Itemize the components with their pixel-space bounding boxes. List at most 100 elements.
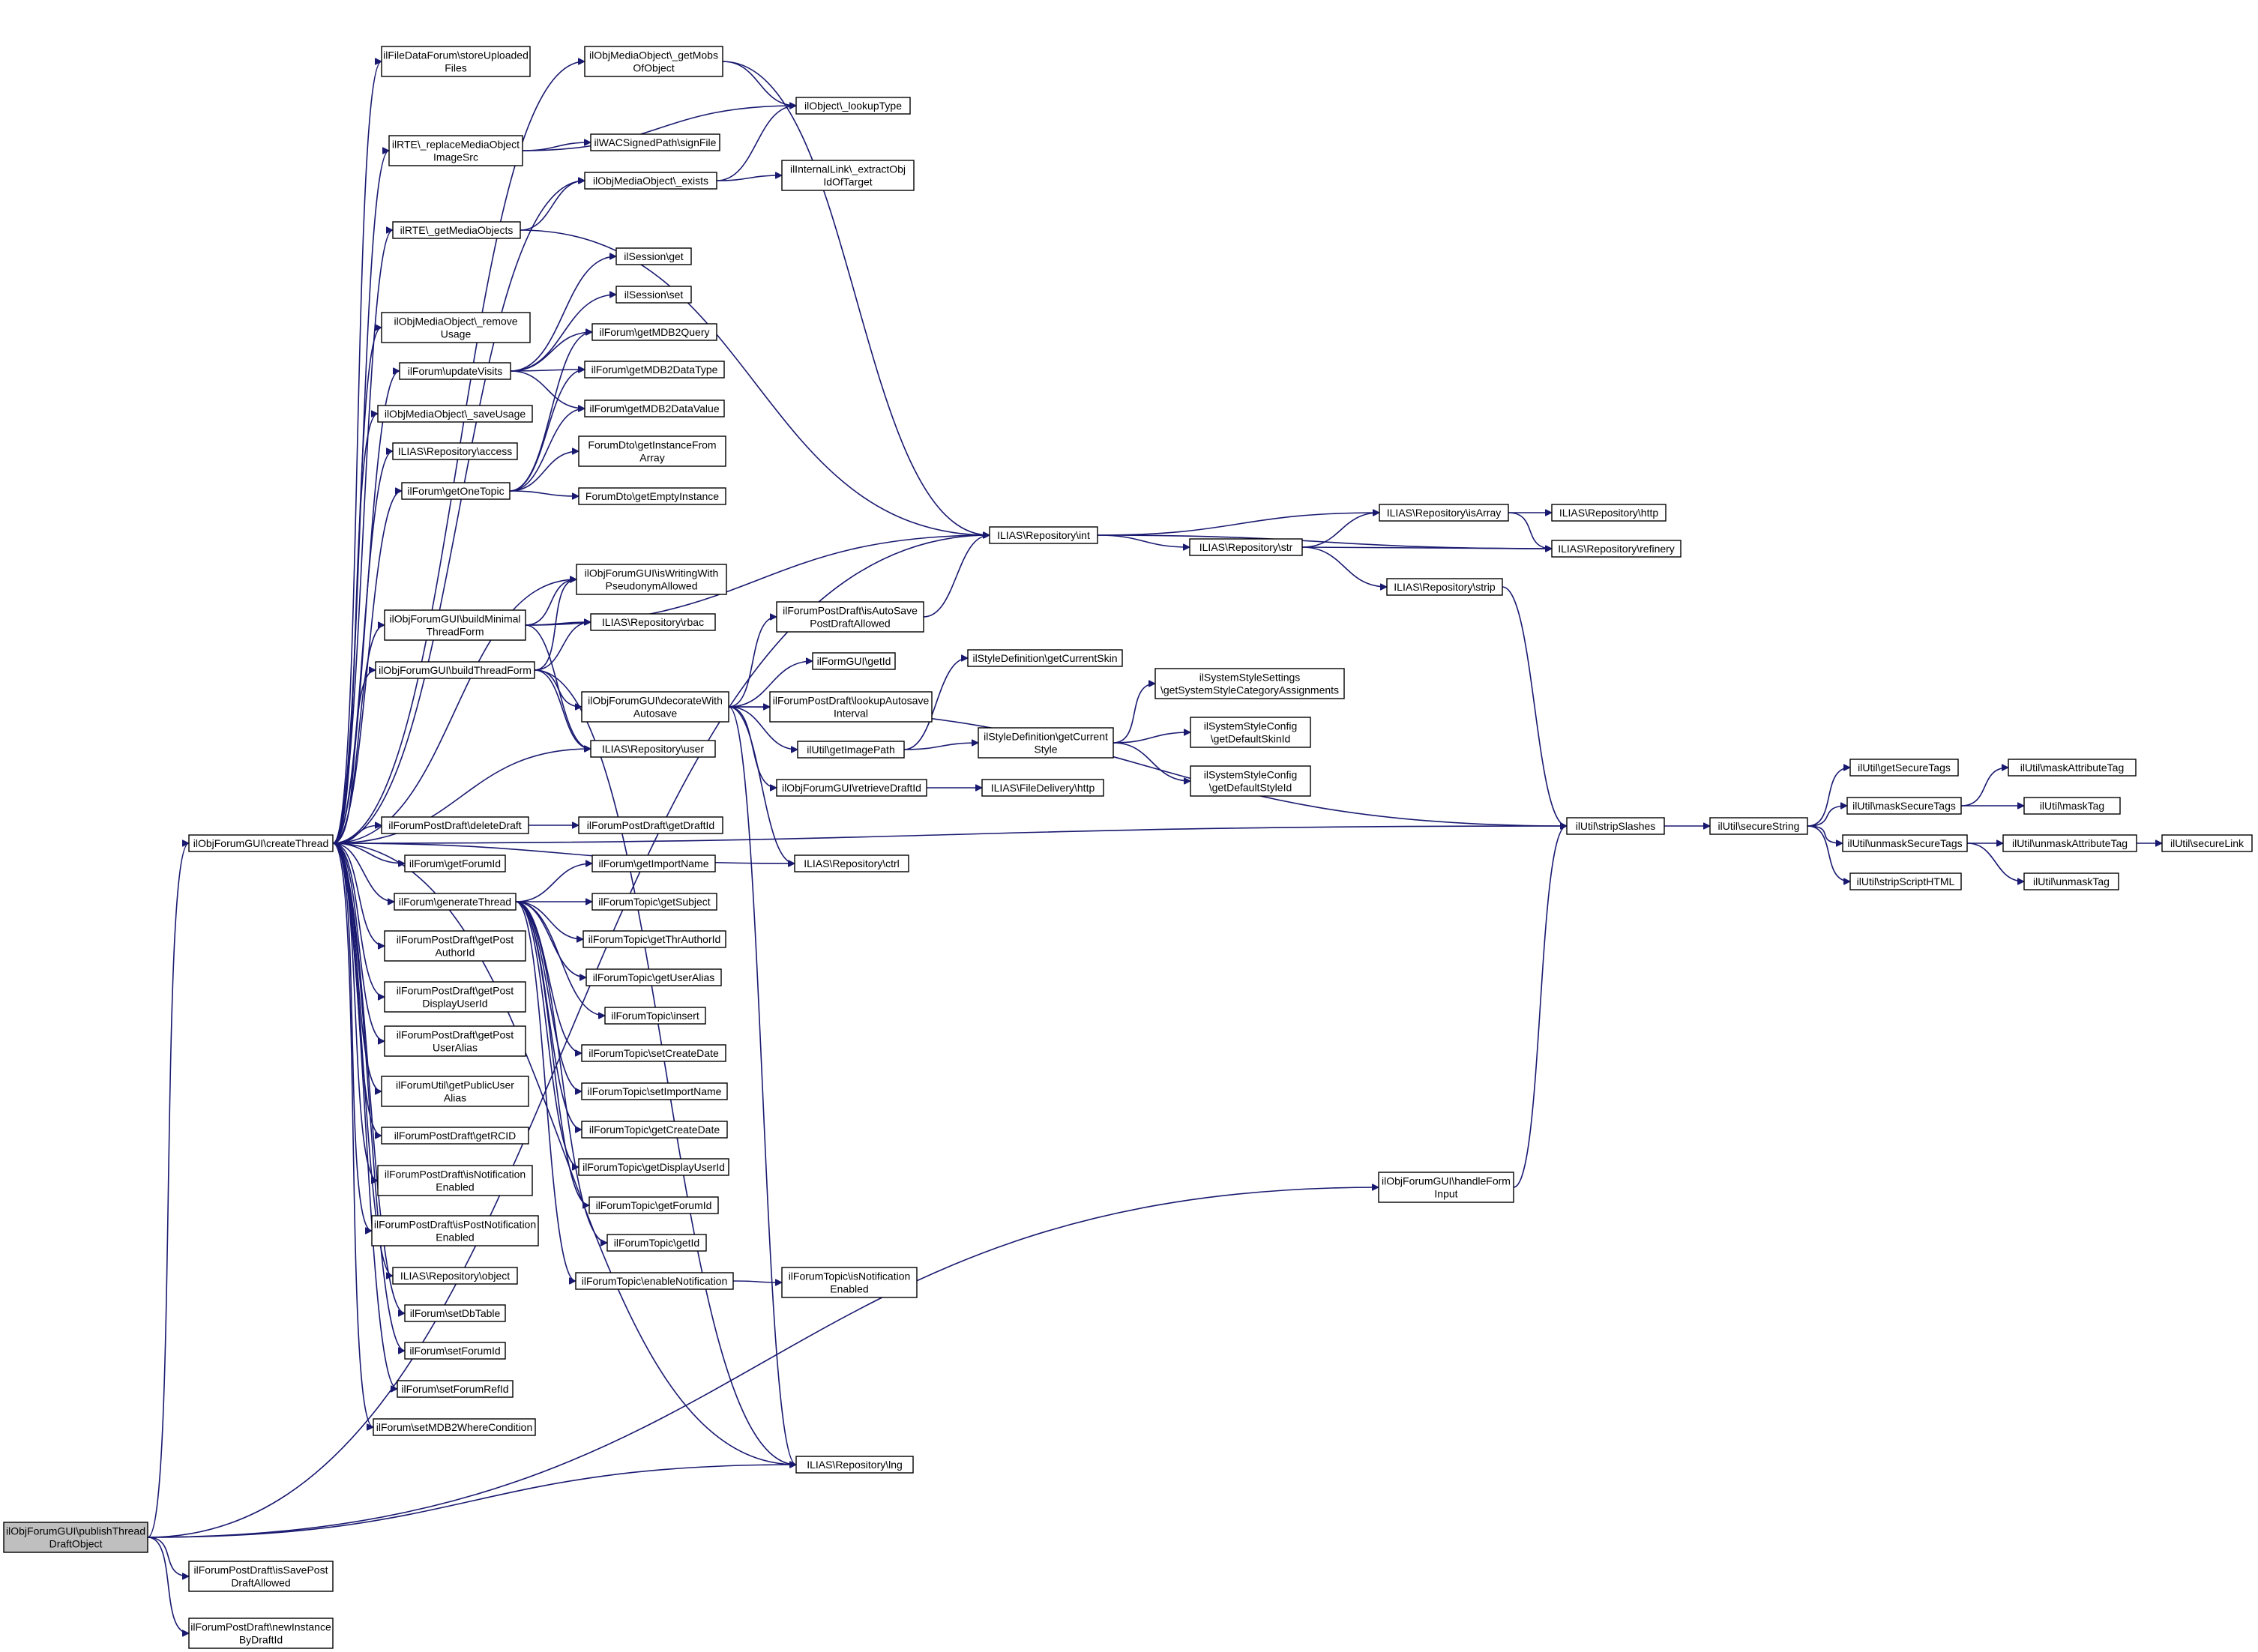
- node-box: [591, 893, 717, 911]
- node-secure-link: ilUtil\secureLink: [2161, 834, 2253, 852]
- node-label: ILIAS\Repository\access: [398, 445, 513, 457]
- node-label: ilFormGUI\getId: [817, 655, 891, 667]
- node-box: [1566, 817, 1665, 835]
- node-box: [575, 1272, 734, 1290]
- node-label: OfObject: [633, 62, 674, 74]
- node-box: [384, 981, 526, 1013]
- node-label: ilObjForumGUI\publishThread: [6, 1525, 145, 1537]
- node-set-import-name: ilForumTopic\setImportName: [581, 1082, 728, 1100]
- node-label: ilForum\setMDB2WhereCondition: [376, 1421, 533, 1433]
- node-box: [381, 1076, 529, 1107]
- edge-publish-thread-draft-object-to-new-instance-by-draft-id: [147, 1537, 190, 1633]
- edge-replace-media-object-image-src-to-lookup-type: [522, 106, 796, 151]
- node-box: [404, 1342, 506, 1360]
- node-box: [1849, 872, 1962, 890]
- node-box: [1551, 540, 1682, 558]
- edge-generate-thread-to-get-thr-author-id: [515, 901, 583, 939]
- edge-handle-form-input-to-strip-slashes: [1513, 826, 1568, 1188]
- node-label: Interval: [834, 708, 868, 720]
- edge-get-media-objects-to-repo-int: [520, 229, 990, 535]
- node-box: [392, 221, 521, 239]
- node-box: [1189, 538, 1303, 556]
- node-label: ilForumTopic\isNotification: [789, 1270, 911, 1282]
- node-topic-get-id: ilForumTopic\getId: [606, 1234, 707, 1252]
- node-repo-access: ILIAS\Repository\access: [392, 442, 518, 460]
- node-label: ImageSrc: [433, 151, 478, 163]
- node-label: ilSystemStyleConfig: [1204, 769, 1298, 781]
- edge-repo-str-to-repo-refinery: [1301, 547, 1552, 549]
- edge-secure-string-to-mask-secure-tags: [1807, 806, 1847, 827]
- node-box: [581, 1082, 728, 1100]
- node-label: Array: [639, 452, 664, 464]
- node-label: ilForum\setDbTable: [410, 1307, 501, 1319]
- node-label: ILIAS\Repository\rbac: [602, 616, 704, 628]
- node-label: ilObjForumGUI\isWritingWith: [585, 567, 719, 579]
- node-get-mdb2-data-type: ilForum\getMDB2DataType: [584, 361, 725, 379]
- edge-repo-str-to-repo-is-array: [1301, 513, 1379, 548]
- node-get-mdb2-data-value: ilForum\getMDB2DataValue: [584, 400, 725, 417]
- edge-create-thread-to-mob-exists: [332, 181, 585, 844]
- node-label: ilUtil\maskSecureTags: [1852, 800, 1956, 812]
- node-label: ilForum\getMDB2DataValue: [589, 403, 719, 414]
- edge-build-thread-form-to-repo-lng: [534, 669, 796, 1465]
- node-label: UserAlias: [433, 1042, 478, 1054]
- edge-repo-is-array-to-repo-refinery: [1508, 512, 1552, 549]
- node-mask-tag: ilUtil\maskTag: [2023, 797, 2121, 815]
- node-box: [1551, 504, 1667, 522]
- node-label: ILIAS\Repository\object: [400, 1270, 510, 1282]
- node-mob-exists: ilObjMediaObject\_exists: [584, 172, 717, 190]
- node-box: [381, 46, 531, 77]
- node-box: [769, 691, 933, 723]
- node-box: [989, 526, 1098, 544]
- edge-publish-thread-draft-object-to-is-save-post-draft-allowed: [147, 1537, 189, 1576]
- node-label: ilUtil\secureString: [1718, 820, 1800, 832]
- node-box: [377, 405, 533, 423]
- node-is-auto-save-post-draft-allowed: ilForumPostDraft\isAutoSavePostDraftAllo…: [776, 601, 924, 633]
- node-get-subject: ilForumTopic\getSubject: [591, 893, 717, 911]
- node-label: ForumDto\getEmptyInstance: [585, 490, 719, 502]
- node-box: [188, 1618, 334, 1649]
- node-box: [373, 1418, 536, 1436]
- edge-decorate-with-autosave-to-get-image-path: [728, 706, 798, 750]
- node-box: [578, 487, 726, 505]
- node-label: ilUtil\unmaskAttributeTag: [2012, 837, 2128, 849]
- node-label: ilForum\getImportName: [598, 857, 708, 869]
- edge-generate-thread-to-topic-get-id: [515, 901, 608, 1243]
- node-box: [584, 361, 725, 379]
- edge-get-mobs-of-object-to-repo-int: [722, 61, 990, 535]
- edge-create-thread-to-generate-thread: [332, 842, 394, 902]
- node-label: ilForum\updateVisits: [408, 365, 503, 377]
- node-label: ilUtil\unmaskSecureTags: [1847, 837, 1962, 849]
- node-label: ilStyleDefinition\getCurrent: [984, 731, 1108, 743]
- node-box: [384, 1025, 526, 1057]
- node-label: IdOfTarget: [823, 176, 872, 188]
- node-label: ilForumTopic\setImportName: [588, 1085, 722, 1097]
- node-label: DraftObject: [49, 1538, 103, 1550]
- node-label: ilSystemStyleConfig: [1204, 720, 1298, 732]
- edge-build-thread-form-to-repo-rbac: [534, 622, 591, 671]
- edge-get-one-topic-to-get-mdb2-data-value: [509, 409, 585, 492]
- node-label: ilWACSignedPath\signFile: [594, 136, 717, 148]
- node-get-forum-id: ilForum\getForumId: [404, 854, 506, 872]
- node-label: ilForumTopic\insert: [611, 1010, 699, 1022]
- node-enable-notification: ilForumTopic\enableNotification: [575, 1272, 734, 1290]
- edge-mob-exists-to-extract-obj-id-of-target: [716, 175, 782, 181]
- node-get-create-date: ilForumTopic\getCreateDate: [581, 1121, 728, 1139]
- node-box: [404, 854, 506, 872]
- node-update-visits: ilForum\updateVisits: [399, 362, 511, 380]
- node-label: ilSession\get: [624, 250, 683, 262]
- node-generate-thread: ilForum\generateThread: [394, 893, 517, 911]
- node-box: [188, 834, 334, 852]
- node-file-delivery-http: ILIAS\FileDelivery\http: [981, 779, 1104, 797]
- edge-repo-str-to-repo-strip: [1301, 546, 1387, 587]
- edge-create-thread-to-get-post-display-user-id: [332, 842, 385, 997]
- node-label: ilObjMediaObject\_exists: [593, 175, 708, 187]
- node-box: [588, 1196, 719, 1214]
- node-box: [404, 1304, 506, 1322]
- edge-enable-notification-to-topic-is-notification-enabled: [732, 1281, 782, 1282]
- edge-decorate-with-autosave-to-is-auto-save-post-draft-allowed: [728, 617, 777, 708]
